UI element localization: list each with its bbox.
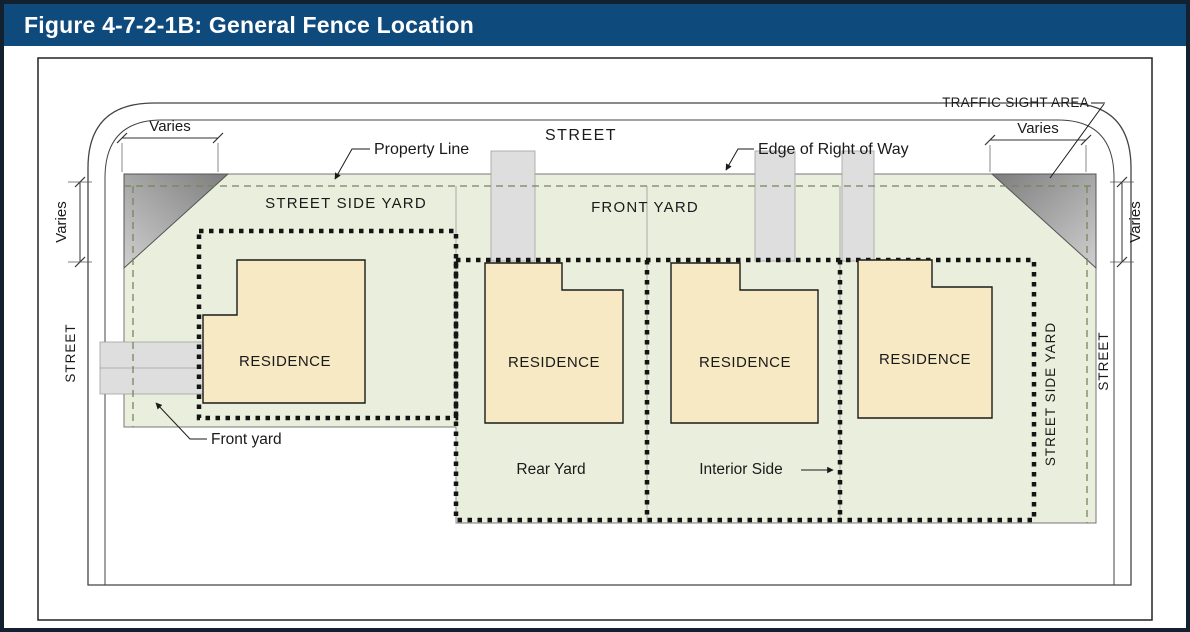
front-yard-callout-label: Front yard [211, 431, 282, 448]
dim-tick [1080, 134, 1092, 146]
edge-of-right-of-way-line [104, 119, 1115, 585]
varies-right-label: Varies [1127, 201, 1144, 242]
residence-4-label: RESIDENCE [879, 351, 971, 368]
rear-yard-label: Rear Yard [516, 461, 585, 478]
property-line-label: Property Line [374, 141, 469, 158]
front-yard-leader [155, 402, 207, 440]
edge-of-right-of-way-leader [725, 148, 754, 171]
street-right-label: STREET [1096, 331, 1111, 390]
dim-tick [212, 132, 224, 144]
residence-2 [484, 262, 624, 424]
fence-line-main [453, 257, 1037, 523]
residence-1 [202, 259, 366, 404]
street-side-yard-right-label: STREET SIDE YARD [1043, 322, 1058, 466]
residence-4 [857, 259, 993, 419]
dim-tick [984, 134, 996, 146]
property-line-leader [334, 148, 370, 180]
driveway-top-3 [841, 150, 875, 262]
edge-of-right-of-way-label: Edge of Right of Way [758, 141, 909, 158]
dimension-varies-top-left: Varies [116, 118, 224, 172]
street-outer-boundary [87, 102, 1132, 586]
figure-frame [37, 57, 1153, 621]
residence-3-label: RESIDENCE [699, 354, 791, 371]
interior-side-label: Interior Side [699, 461, 783, 478]
driveway-top-1 [490, 150, 536, 262]
fence-location-diagram: RESIDENCE RESIDENCE RESIDENCE RESIDENCE … [37, 57, 1153, 621]
dim-tick [116, 132, 128, 144]
residence-3 [670, 262, 819, 424]
residence-1-label: RESIDENCE [239, 353, 331, 370]
varies-top-right-label: Varies [1017, 120, 1058, 137]
varies-left-label: Varies [53, 201, 70, 242]
varies-top-left-label: Varies [149, 118, 190, 135]
driveway-top-2 [754, 150, 796, 262]
street-top-label: STREET [545, 127, 617, 144]
traffic-sight-area-leader [1049, 103, 1105, 179]
front-yard-zone-label: FRONT YARD [591, 199, 699, 216]
residence-2-label: RESIDENCE [508, 354, 600, 371]
traffic-sight-triangle-right [990, 173, 1097, 270]
street-left-label: STREET [63, 323, 78, 382]
figure-title: Figure 4-7-2-1B: General Fence Location [24, 11, 475, 38]
fence-line-corner-lot [196, 228, 459, 421]
dimension-varies-right: Varies [1110, 176, 1144, 268]
dimension-varies-top-right: Varies [984, 120, 1092, 172]
traffic-sight-area-label: TRAFFIC SIGHT AREA [942, 95, 1089, 110]
figure-title-bar: Figure 4-7-2-1B: General Fence Location [4, 4, 1186, 46]
traffic-sight-triangle-left [123, 173, 230, 270]
dimension-varies-left: Varies [53, 176, 92, 268]
street-side-yard-top-label: STREET SIDE YARD [265, 195, 427, 212]
